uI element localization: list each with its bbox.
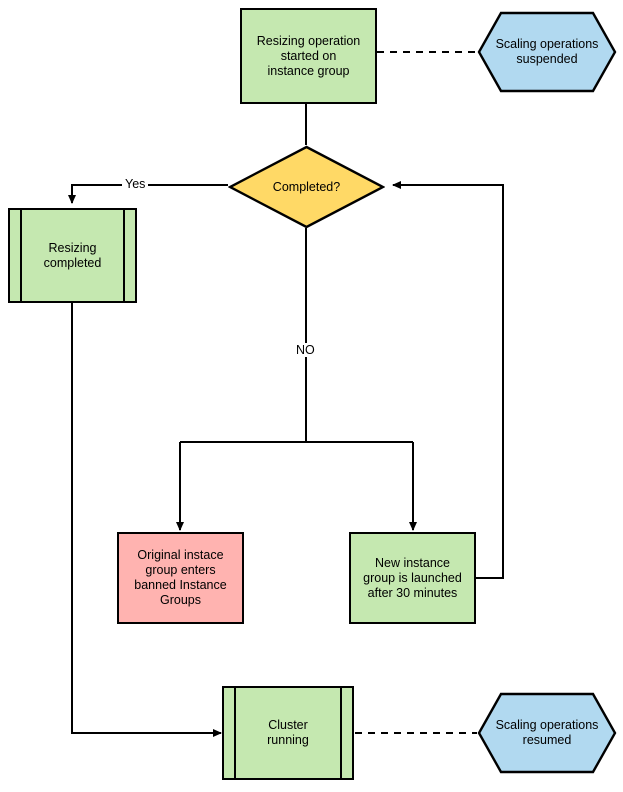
node-scaling-resumed-label: Scaling operations resumed bbox=[495, 718, 599, 747]
predefined-bar-left bbox=[234, 688, 236, 778]
predefined-bar-right bbox=[340, 688, 342, 778]
node-scaling-suspended-label: Scaling operations suspended bbox=[495, 37, 599, 66]
edge-label-no: NO bbox=[293, 343, 318, 357]
node-new-group-launched-label: New instance group is launched after 30 … bbox=[363, 555, 462, 600]
hexagon-shape bbox=[477, 11, 617, 93]
edge-newgroup-to-completed bbox=[392, 181, 504, 579]
node-original-group-banned-label: Original instace group enters banned Ins… bbox=[134, 548, 227, 607]
node-resizing-completed-label: Resizing completed bbox=[43, 240, 102, 270]
node-cluster-running-label: Cluster running bbox=[267, 718, 309, 747]
edge-resizing-to-cluster bbox=[71, 303, 222, 737]
node-resizing-started-label: Resizing operation started on instance g… bbox=[256, 33, 361, 78]
hexagon-shape bbox=[477, 692, 617, 774]
edge-completed-yes bbox=[68, 184, 228, 204]
node-resizing-started[interactable]: Resizing operation started on instance g… bbox=[240, 8, 377, 104]
node-original-group-banned[interactable]: Original instace group enters banned Ins… bbox=[117, 532, 244, 624]
node-completed-decision-label: Completed? bbox=[272, 180, 341, 194]
node-new-group-launched[interactable]: New instance group is launched after 30 … bbox=[349, 532, 476, 624]
node-scaling-resumed[interactable]: Scaling operations resumed bbox=[477, 692, 617, 774]
edge-label-yes: Yes bbox=[122, 177, 149, 191]
node-scaling-suspended[interactable]: Scaling operations suspended bbox=[477, 11, 617, 93]
node-resizing-completed[interactable]: Resizing completed bbox=[8, 208, 137, 303]
node-cluster-running[interactable]: Cluster running bbox=[222, 686, 354, 780]
diamond-shape bbox=[228, 145, 385, 229]
predefined-bar-right bbox=[123, 210, 125, 301]
predefined-bar-left bbox=[20, 210, 22, 301]
node-completed-decision[interactable]: Completed? bbox=[228, 145, 385, 229]
